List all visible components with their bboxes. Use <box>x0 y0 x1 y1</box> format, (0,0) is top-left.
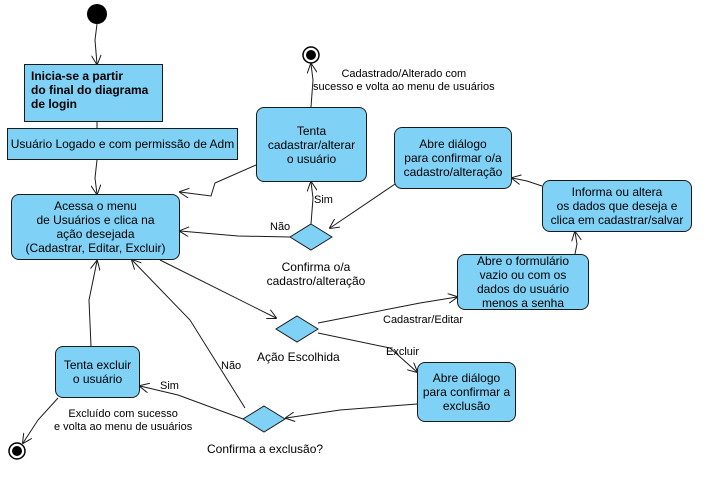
decision-confirm-save-label: Confirma o/a cadastro/alteração <box>266 260 366 288</box>
initial-state <box>87 4 107 24</box>
edge-trydelete-to-menu <box>88 261 97 347</box>
edge-diamond-no-to-menu <box>180 231 291 238</box>
edge-choice-to-form <box>317 297 457 324</box>
edge-label-deleted-success: Excluído com sucesso e volta ao menu de … <box>54 408 193 433</box>
try-save-node: Tenta cadastrar/alterar o usuário <box>256 107 367 182</box>
dialog-confirm-delete-node: Abre diálogo para confirmar a exclusão <box>417 362 516 422</box>
edge-form-to-inform <box>575 232 577 255</box>
final-state-top <box>302 46 320 64</box>
decision-confirm-save <box>289 223 333 251</box>
access-menu-node: Acessa o menu de Usuários e clica na açã… <box>11 194 180 260</box>
edge-diamond-yes-to-trydelete <box>140 386 244 420</box>
decision-confirm-delete-label: Confirma a exclusão? <box>207 442 324 456</box>
edge-label-yes-save: Sim <box>314 194 333 206</box>
decision-confirm-delete <box>242 405 286 433</box>
edge-label-saved-success: Cadastrado/Alterado com sucesso e volta … <box>313 68 495 93</box>
final-state-bottom <box>8 442 26 460</box>
start-note: Inicia-se a partir do final do diagrama … <box>24 64 163 122</box>
edge-trydelete-to-final <box>23 397 59 443</box>
try-delete-node: Tenta excluir o usuário <box>55 346 140 398</box>
edge-start-to-note <box>95 23 97 64</box>
inform-data-node: Informa ou altera os dados que deseja e … <box>542 180 692 232</box>
edge-choice-to-deletedialog <box>317 332 417 372</box>
edge-trysave-to-menu <box>180 164 257 196</box>
edge-inform-to-dialog <box>512 178 543 187</box>
decision-chosen-action-label: Ação Escolhida <box>257 350 340 364</box>
open-form-node: Abre o formulário vazio ou com os dados … <box>457 254 589 310</box>
edge-dialog-to-diamond <box>330 177 405 228</box>
edge-deletedialog-to-diamond <box>286 403 418 418</box>
edge-label-no-save: Não <box>270 221 291 233</box>
edge-menu-to-choice <box>159 259 276 318</box>
edge-logged-to-menu <box>95 159 97 194</box>
edge-label-delete: Excluir <box>386 346 420 358</box>
edge-diamond-no-to-menu-2 <box>132 260 246 409</box>
edge-trysave-to-final <box>311 64 313 108</box>
edge-label-no-delete: Não <box>221 360 242 372</box>
decision-chosen-action <box>275 315 319 343</box>
edge-diamond-yes-to-trysave <box>311 182 313 225</box>
user-logged-band: Usuário Logado e com permissão de Adm <box>7 128 238 160</box>
edge-label-yes-delete: Sim <box>160 380 179 392</box>
dialog-confirm-save-node: Abre diálogo para confirmar o/a cadastro… <box>394 127 512 189</box>
edge-label-create-edit: Cadastrar/Editar <box>383 314 464 326</box>
